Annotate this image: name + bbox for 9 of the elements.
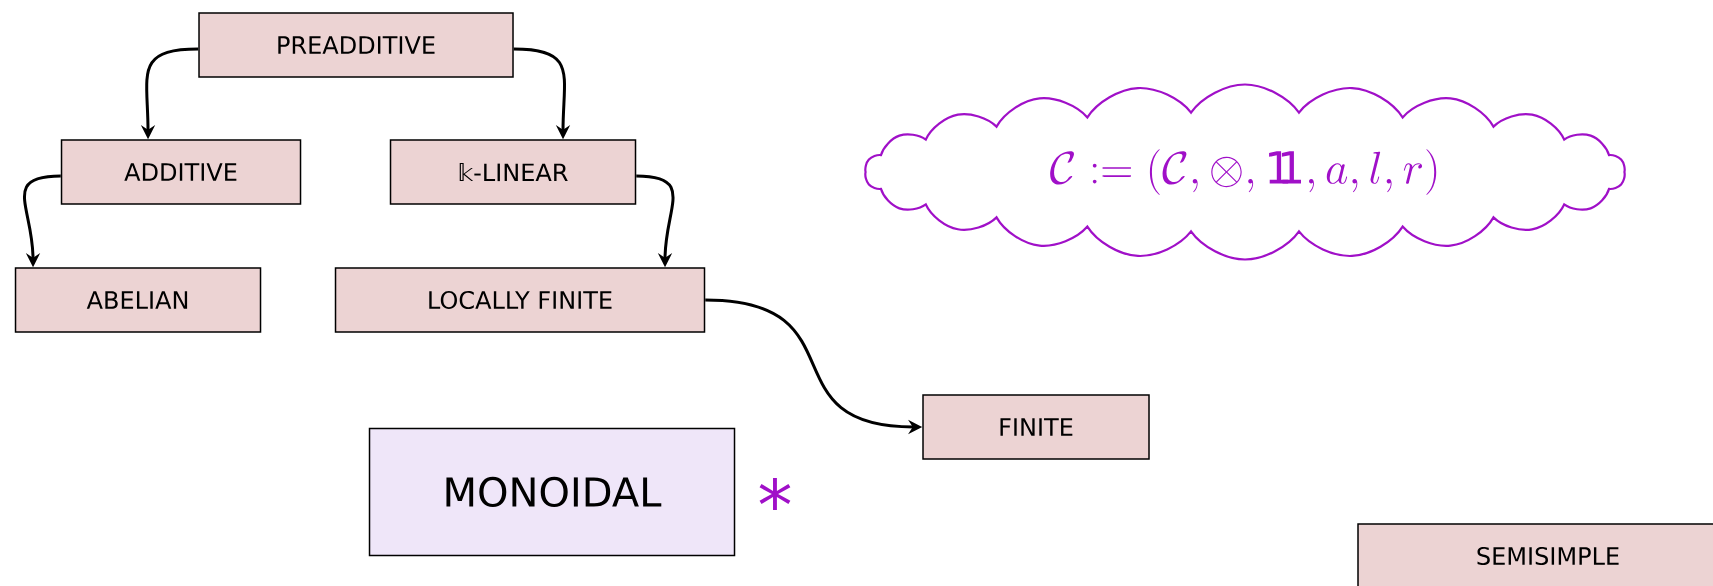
category-box: PREADDITIVE [198,12,514,78]
asterisk: * [759,478,791,510]
category-box: MONOIDAL [368,427,736,557]
category-box: FINITE [922,394,1150,460]
category-box: ADDITIVE [60,139,302,205]
category-box: 𝕜-LINEAR [389,139,637,205]
category-box: SEMISIMPLE [1357,523,1713,586]
category-box: LOCALLY FINITE [334,267,706,333]
category-box: ABELIAN [14,267,262,333]
